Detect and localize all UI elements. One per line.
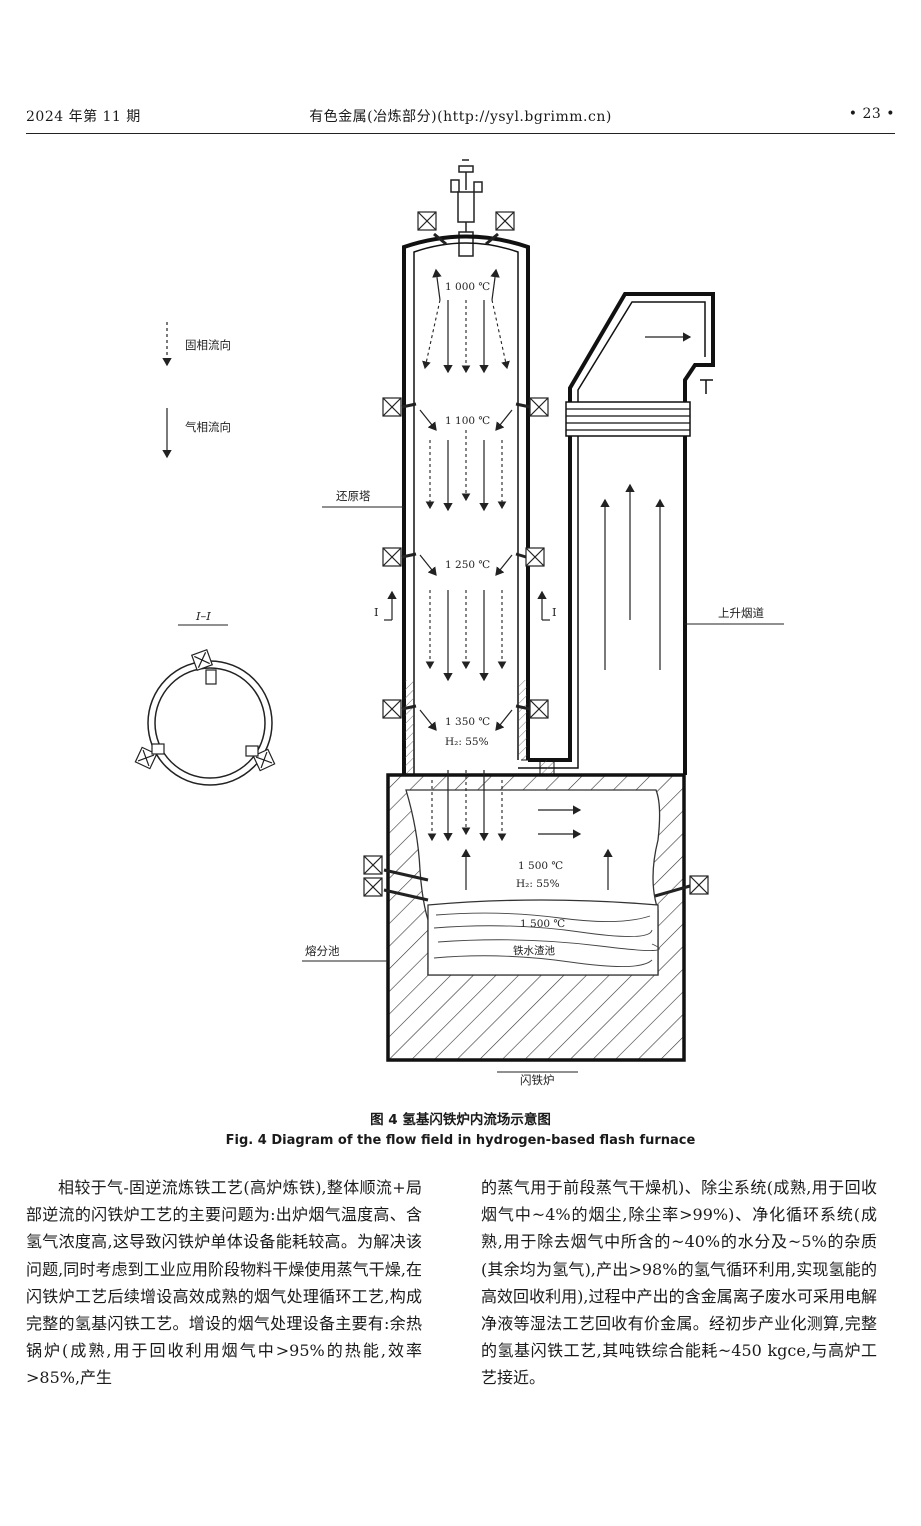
- svg-text:闪铁炉: 闪铁炉: [520, 1073, 555, 1087]
- svg-text:熔分池: 熔分池: [305, 944, 340, 958]
- section-mark-right: I: [537, 590, 557, 621]
- journal-title: 有色金属(冶炼部分)(http://ysyl.bgrimm.cn): [309, 109, 612, 125]
- section-mark-left: I: [374, 590, 397, 621]
- h2-label-1: H₂: 55%: [445, 736, 489, 748]
- svg-text:上升烟道: 上升烟道: [718, 606, 764, 620]
- header-rule: [26, 133, 895, 134]
- svg-text:气相流向: 气相流向: [185, 420, 231, 434]
- temp-label-2: 1 100 ℃: [445, 415, 490, 427]
- label-flash-furnace: 闪铁炉: [497, 1071, 578, 1087]
- gas-flow-arrows: [419, 268, 692, 890]
- body-text-right-column: 的蒸气用于前段蒸气干燥机)、除尘系统(成熟,用于回收烟气中~4%的烟尘,除尘率>…: [481, 1178, 877, 1388]
- solid-flow-arrows: [422, 299, 510, 842]
- legend-gas-flow: 气相流向: [162, 408, 231, 459]
- label-reduction-tower: 还原塔: [322, 489, 404, 508]
- page-number: • 23 •: [848, 106, 895, 122]
- rising-flue: [518, 292, 715, 777]
- figure-caption-cn: 图 4 氢基闪铁炉内流场示意图: [370, 1112, 551, 1128]
- melt-pool: [386, 773, 686, 1062]
- temp-label-3: 1 250 ℃: [445, 559, 490, 571]
- temp-label-1: 1 000 ℃: [445, 281, 490, 293]
- burner-icon: [363, 211, 709, 902]
- label-iron-slag-pool: 铁水渣池: [513, 944, 555, 957]
- svg-text:I–I: I–I: [195, 609, 211, 623]
- svg-text:固相流向: 固相流向: [185, 338, 231, 352]
- temp-label-4: 1 350 ℃: [445, 716, 490, 728]
- figure-caption-en: Fig. 4 Diagram of the flow field in hydr…: [225, 1133, 696, 1148]
- issue-label: 2024 年第 11 期: [26, 109, 141, 125]
- section-view: I–I: [134, 609, 276, 786]
- temp-label-5: 1 500 ℃: [518, 860, 563, 872]
- page-header: 2024 年第 11 期 有色金属(冶炼部分)(http://ysyl.bgri…: [26, 106, 895, 130]
- legend-solid-flow: 固相流向: [162, 322, 231, 367]
- reduction-tower: [402, 234, 530, 775]
- top-nozzle: [450, 159, 483, 257]
- svg-text:还原塔: 还原塔: [336, 489, 371, 503]
- svg-text:I: I: [552, 605, 557, 619]
- temp-label-6: 1 500 ℃: [520, 918, 565, 930]
- label-flue: 上升烟道: [685, 606, 784, 625]
- furnace-diagram: 固相流向 气相流向: [134, 159, 784, 1087]
- body-text-left-column: 相较于气-固逆流炼铁工艺(高炉炼铁),整体顺流+局部逆流的闪铁炉工艺的主要问题为…: [26, 1178, 422, 1388]
- h2-label-2: H₂: 55%: [516, 878, 560, 890]
- label-melt-pool: 熔分池: [302, 944, 388, 962]
- svg-text:I: I: [374, 605, 379, 619]
